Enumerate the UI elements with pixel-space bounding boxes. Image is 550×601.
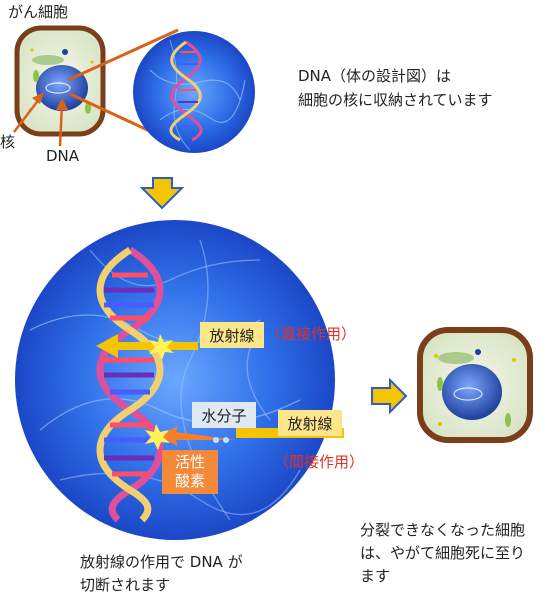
- cancer-cell-title: がん細胞: [8, 3, 69, 21]
- bottom-right-line2: は、やがて細胞死に至り: [360, 544, 526, 562]
- direct-effect-label: （直接作用）: [266, 325, 357, 343]
- cancer-cell-top: [14, 25, 106, 137]
- dna-description-line1: DNA（体の設計図）は: [298, 67, 452, 85]
- reactive-oxygen-box: 活性 酸素: [162, 450, 218, 494]
- nucleus-label: 核: [0, 133, 16, 151]
- bottom-left-line2: 切断されます: [80, 576, 171, 594]
- water-molecule-label: 水分子: [192, 402, 256, 428]
- reactive-oxygen-line1: 活性: [174, 453, 205, 471]
- indirect-arrow: [158, 426, 236, 446]
- bottom-right-line3: ます: [360, 567, 391, 585]
- right-arrow: [371, 377, 408, 415]
- dna-pointer: [58, 103, 64, 147]
- water-dot: [223, 437, 229, 443]
- dna-pointer-head: [56, 98, 68, 110]
- zoom-line-top: [67, 28, 179, 82]
- direct-radiation-label: 放射線: [200, 322, 264, 348]
- dna-description-line2: 細胞の核に収納されています: [298, 91, 493, 109]
- nucleus-pointer-head: [32, 92, 44, 104]
- dying-cell: [417, 327, 533, 443]
- bottom-right-line1: 分裂できなくなった細胞: [360, 521, 526, 539]
- dna-helix-large: [96, 247, 164, 523]
- direct-burst: [149, 334, 174, 360]
- nucleus-pointer: [13, 97, 41, 133]
- direct-arrow-head: [96, 334, 118, 358]
- bottom-left-line1: 放射線の作用で DNA が: [80, 553, 243, 571]
- indirect-burst: [145, 424, 170, 450]
- down-arrow: [139, 177, 185, 210]
- reactive-oxygen-line2: 酸素: [174, 472, 205, 490]
- dna-label: DNA: [46, 147, 80, 165]
- zoom-circle-small: [133, 31, 255, 153]
- indirect-effect-label: （間接作用）: [274, 453, 365, 471]
- water-dot: [213, 437, 219, 443]
- indirect-radiation-label: 放射線: [278, 410, 342, 436]
